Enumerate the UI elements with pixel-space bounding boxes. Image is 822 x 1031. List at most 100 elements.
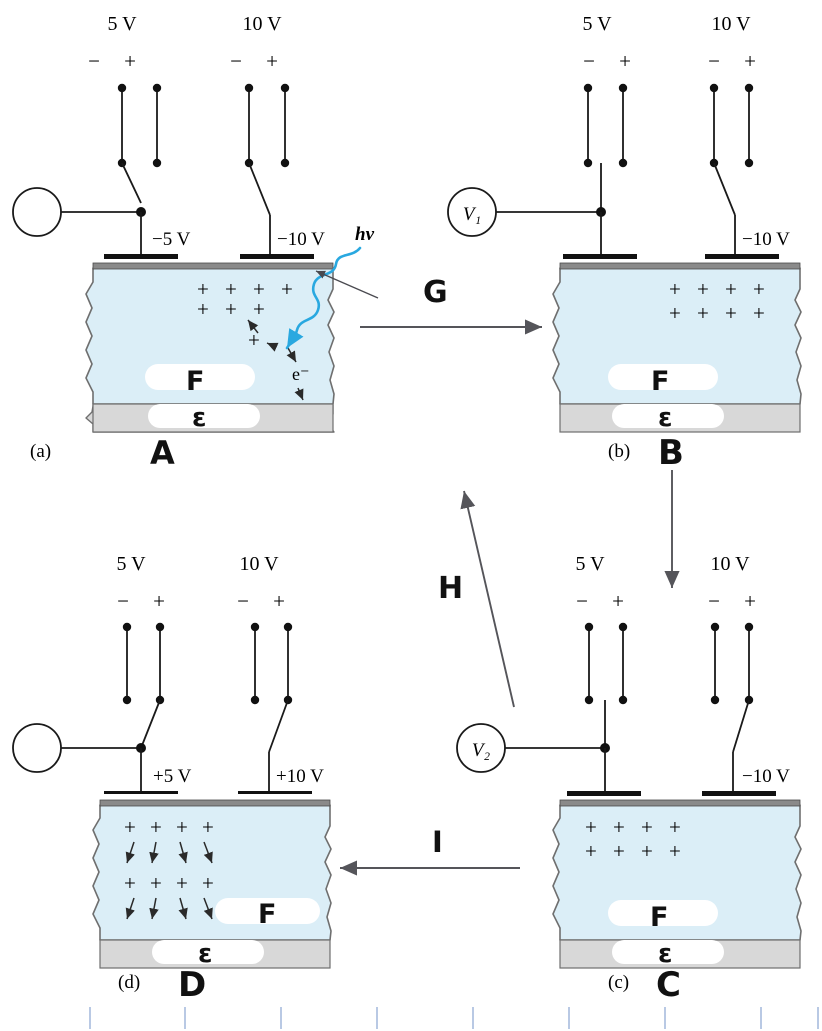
panel-a-charge-r1-1: + <box>197 277 209 301</box>
panel-d-substrate-eraser <box>152 940 264 964</box>
panel-b-substrate-hand: ε <box>658 403 672 433</box>
panel-b-top-contact <box>559 262 801 270</box>
panel-a-hand-label: A <box>150 434 175 472</box>
panel-b-charge-r1-3: + <box>725 277 737 301</box>
panel-d-oxide-hand: F <box>258 899 276 930</box>
panel-a-gate-plate-left <box>104 254 178 259</box>
panel-b-charge-r2-2: + <box>697 301 709 325</box>
panel-d-switch-left[interactable] <box>140 699 161 749</box>
panel-a-r-node-minus-top <box>244 83 254 93</box>
panel-a-supply-left-rails <box>121 88 158 163</box>
panel-a-top-contact <box>92 262 334 270</box>
panel-c-substrate-eraser <box>612 940 724 964</box>
panel-a-supply-right-minus: − <box>230 49 242 73</box>
transition-label-i: I <box>432 825 443 859</box>
panel-b-supply-left-value: 5 V <box>582 13 612 35</box>
panel-a-charge-r1-2: + <box>225 277 237 301</box>
panel-c-hand-label: C <box>656 965 681 1005</box>
panel-d-l-node-mb <box>122 695 132 705</box>
panel-a-gate-right-label: −10 V <box>277 229 325 250</box>
panel-a-oxide-eraser <box>145 364 255 390</box>
panel-b-supply-right-minus: − <box>708 49 720 73</box>
panel-b-supply-right-plus: + <box>744 49 756 73</box>
panel-a-substrate-eraser <box>148 404 260 428</box>
panel-c-gate-right-label: −10 V <box>742 766 790 787</box>
panel-d-charge-r2-4: + <box>202 871 214 895</box>
panel-a-pair-charge: + <box>248 328 260 352</box>
panel-d-charge-r2-1: + <box>124 871 136 895</box>
panel-c-supply-left-plus: + <box>612 589 624 613</box>
panel-b-l-node-mb <box>583 158 593 168</box>
panel-d-switch-right[interactable] <box>268 699 289 753</box>
panel-a-switch-left[interactable] <box>121 162 142 204</box>
panel-d-drift-arrows-upper <box>125 841 213 864</box>
panel-a-supply-right-plus: + <box>266 49 278 73</box>
panel-d-supply-left-minus: − <box>117 589 129 613</box>
panel-c-r-node-mt <box>710 622 720 632</box>
panel-c-l-node-mt <box>584 622 594 632</box>
panel-d-r-node-mb <box>250 695 260 705</box>
panel-c-charge-r1-2: + <box>613 815 625 839</box>
panel-c-r-node-pt <box>744 622 754 632</box>
panel-b-supply-right-rails <box>713 88 750 163</box>
panel-a-hole-arrow-left <box>266 342 279 352</box>
panel-d-r-node-mt <box>250 622 260 632</box>
panel-d-top-contact <box>99 799 331 807</box>
panel-c-supply-right-plus: + <box>744 589 756 613</box>
panel-b-gate-plate-right <box>705 254 779 259</box>
panel-d-drift-arrows-lower <box>125 897 213 920</box>
panel-a-gate-left-label: −5 V <box>152 229 191 250</box>
panel-c-charge-r1-3: + <box>641 815 653 839</box>
panel-c-gate-plate-left <box>567 791 641 796</box>
panel-c-charge-r1-1: + <box>585 815 597 839</box>
panel-b-supply-left-rails <box>587 88 624 163</box>
panel-b-r-node-pt <box>744 83 754 93</box>
panel-b-caption: (b) <box>608 441 630 462</box>
panel-c-oxide-eraser <box>608 900 718 926</box>
panel-a-meter <box>12 187 62 237</box>
panel-a-node-minus-top <box>117 83 127 93</box>
bottom-tick-marks <box>89 1007 819 1029</box>
panel-a-hole-drift-arrow <box>247 319 259 334</box>
panel-d-l-node-pt <box>155 622 165 632</box>
panel-a-charge-r1-4: + <box>281 277 293 301</box>
panel-a-charge-r2-1: + <box>197 297 209 321</box>
panel-b-l-node-pb <box>618 158 628 168</box>
panel-c-supply-right-value: 10 V <box>710 553 750 575</box>
panel-d: 5 V − + 10 V − + +5 V +10 V <box>12 553 332 1005</box>
panel-c-charge-r2-4: + <box>669 839 681 863</box>
panel-a-node-plus-bot <box>152 158 162 168</box>
panel-c-supply-right-rails <box>714 627 750 700</box>
transition-arrow-h <box>460 490 515 708</box>
panel-c-supply-left-value: 5 V <box>575 553 605 575</box>
panel-a-caption: (a) <box>30 441 51 462</box>
panel-c-charge-r1-4: + <box>669 815 681 839</box>
panel-d-meter <box>12 723 62 773</box>
panel-b-supply-left-minus: − <box>583 49 595 73</box>
panel-a-r-node-plus-bot <box>280 158 290 168</box>
panel-a-surface-pointer <box>315 270 379 299</box>
panel-a-substrate-hand: ε <box>192 403 206 433</box>
panel-a-photon-label: hν <box>355 224 375 245</box>
panel-a-gate-plate-right <box>240 254 314 259</box>
panel-b-r-node-pb <box>744 158 754 168</box>
panel-a-switch-right[interactable] <box>248 162 271 216</box>
panel-a-charge-r1-3: + <box>253 277 265 301</box>
panel-b-gate-right-label: −10 V <box>742 229 790 250</box>
panel-b-switch-right[interactable] <box>713 162 736 216</box>
panel-a: 5 V − + 10 V − + <box>12 13 379 472</box>
panel-b-charge-r2-1: + <box>669 301 681 325</box>
panel-c-substrate-hand: ε <box>658 939 672 969</box>
panel-c-oxide-hand: F <box>650 902 668 933</box>
panel-a-photon-wave <box>285 246 362 350</box>
panel-d-supply-left-rails <box>126 627 161 700</box>
panel-d-charge-r1-2: + <box>150 815 162 839</box>
panel-b: 5 V − + 10 V − + V₁ −10 <box>447 13 802 473</box>
panel-c-switch-right[interactable] <box>732 699 750 753</box>
panel-b-substrate-eraser <box>612 404 724 428</box>
panel-a-supply-left-plus: + <box>124 49 136 73</box>
panel-a-electron-arrow-2 <box>294 387 304 401</box>
panel-a-oxide-hand: F <box>186 366 204 397</box>
panel-d-caption: (d) <box>118 972 140 993</box>
